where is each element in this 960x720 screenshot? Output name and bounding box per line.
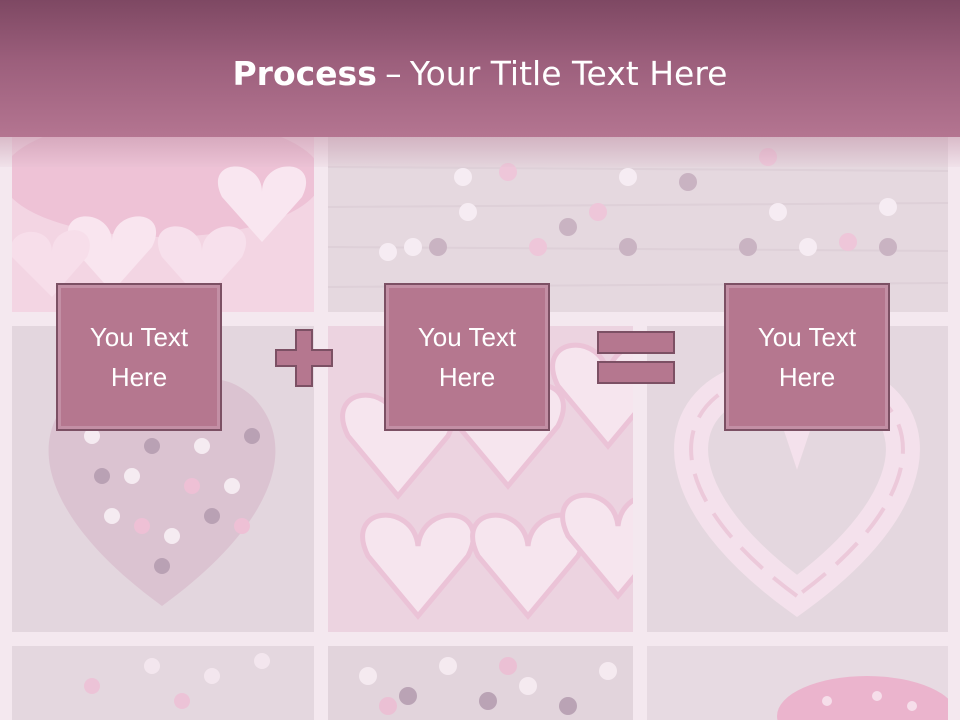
process-box-2: You Text Here (384, 283, 550, 431)
process-box-1: You Text Here (56, 283, 222, 431)
plus-icon (274, 328, 334, 388)
title-separator: – (385, 54, 402, 93)
process-box-1-text: You Text Here (89, 322, 189, 392)
title-bold: Process (232, 54, 377, 93)
title-band (0, 0, 960, 137)
title-rest: Your Title Text Here (409, 54, 728, 93)
collage-tile-bottom-left (12, 646, 314, 720)
slide-title: Process–Your Title Text Here (0, 52, 960, 96)
process-box-3: You Text Here (724, 283, 890, 431)
equals-icon (597, 331, 677, 385)
title-band-fade (0, 137, 960, 167)
collage-tile-bottom-right (647, 646, 948, 720)
process-box-3-text: You Text Here (757, 322, 857, 392)
process-box-2-text: You Text Here (417, 322, 517, 392)
collage-tile-bottom-center (328, 646, 633, 720)
